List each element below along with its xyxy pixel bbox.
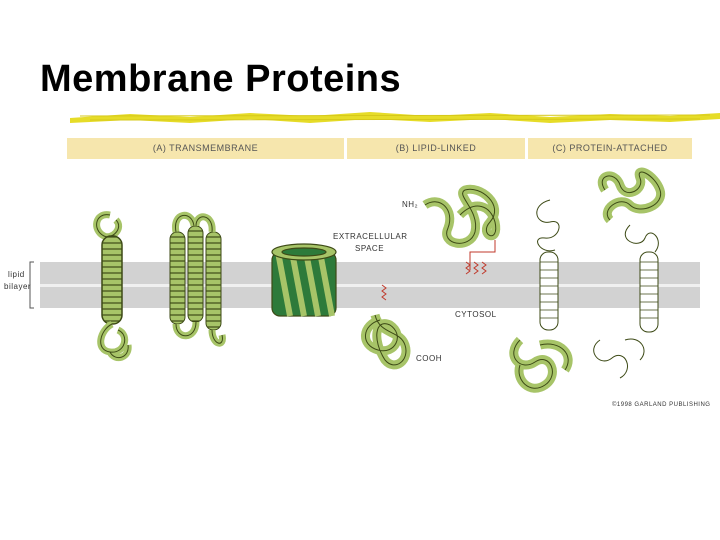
label-lipid-bilayer-line1: lipid <box>8 270 25 279</box>
bilayer-bracket <box>29 261 34 309</box>
label-copyright: ©1998 GARLAND PUBLISHING <box>612 402 711 408</box>
label-cytosol: CYTOSOL <box>455 310 497 319</box>
protein-attached-membrane-protein-2 <box>589 167 666 382</box>
lipid-linked-cytosolic-protein <box>361 284 411 370</box>
single-pass-helix-protein <box>93 211 132 362</box>
membrane-outer-leaflet <box>40 262 700 284</box>
panel-header-lipid-linked: (B) LIPID-LINKED <box>347 138 525 159</box>
lipid-anchor-icon <box>465 261 487 275</box>
label-extracellular-line2: SPACE <box>355 244 385 253</box>
label-cooh: COOH <box>416 354 442 363</box>
title-underline <box>70 112 720 123</box>
protein-attached-membrane-protein-1 <box>509 195 573 393</box>
label-nh2: NH₂ <box>402 200 419 209</box>
beta-barrel-protein <box>271 243 337 317</box>
membrane-inner-leaflet <box>40 287 700 308</box>
multi-pass-helix-protein <box>169 212 226 347</box>
panel-header-protein-attached: (C) PROTEIN-ATTACHED <box>528 138 692 159</box>
lipid-linked-extracellular-protein <box>422 184 501 275</box>
slide-title: Membrane Proteins <box>40 58 402 100</box>
label-lipid-bilayer-line2: bilayer <box>4 282 32 291</box>
panel-header-transmembrane: (A) TRANSMEMBRANE <box>67 138 344 159</box>
label-extracellular-line1: EXTRACELLULAR <box>333 232 408 241</box>
